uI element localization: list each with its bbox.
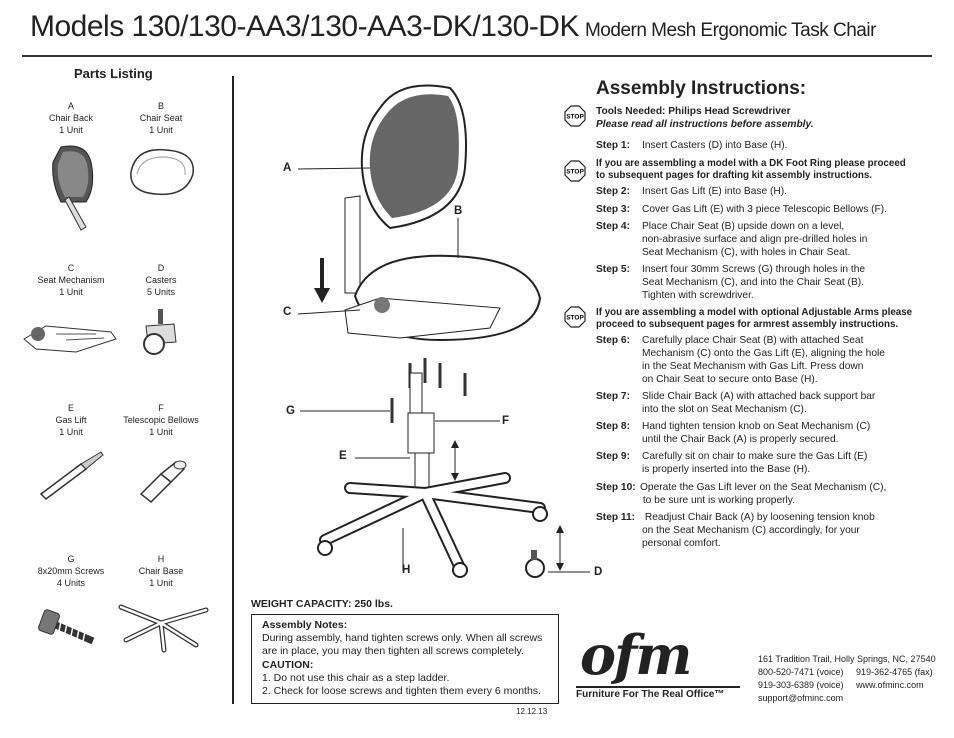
part-letter: D xyxy=(157,263,165,273)
notes-line-2: are in place, you may then tighten all s… xyxy=(262,645,524,657)
part-qty: 1 Unit xyxy=(59,125,83,135)
dk-note-line1: If you are assembling a model with a DK … xyxy=(596,158,906,169)
logo-underline xyxy=(576,686,740,688)
part-letter: G xyxy=(67,554,75,564)
part-name: 8x20mm Screws xyxy=(37,566,105,576)
part-qty: 5 Units xyxy=(146,287,175,297)
ofm-logo: ofm xyxy=(580,623,692,687)
stop-sign-icon: STOP xyxy=(564,160,586,182)
part-g: G 8x20mm Screws 4 Units xyxy=(16,553,126,655)
part-qty: 1 Unit xyxy=(59,427,83,437)
parts-listing-title: Parts Listing xyxy=(74,66,153,81)
company-phone-1: 800-520-7471 (voice) 919-362-4765 (fax) xyxy=(758,667,933,677)
part-e: E Gas Lift 1 Unit xyxy=(16,402,126,504)
diagram-label-a: A xyxy=(283,162,292,174)
part-letter: B xyxy=(157,101,164,111)
diagram-label-d: D xyxy=(594,566,603,578)
svg-text:STOP: STOP xyxy=(566,315,584,322)
part-letter: H xyxy=(157,554,165,564)
caution-heading: CAUTION: xyxy=(262,659,314,671)
part-c: C Seat Mechanism 1 Unit xyxy=(16,262,126,364)
screw-illustration xyxy=(38,609,95,645)
diagram-label-h: H xyxy=(402,564,411,576)
part-qty: 1 Unit xyxy=(149,125,173,135)
part-letter: C xyxy=(67,263,75,273)
part-h: H Chair Base 1 Unit xyxy=(106,553,216,655)
part-name: Casters xyxy=(145,275,177,285)
part-qty: 4 Units xyxy=(56,578,85,588)
arms-note-line2: proceed to subsequent pages for armrest … xyxy=(596,319,899,330)
company-email: support@ofminc.com xyxy=(758,693,844,703)
part-name: Gas Lift xyxy=(55,415,87,425)
part-qty: 1 Unit xyxy=(149,578,173,588)
svg-text:STOP: STOP xyxy=(566,169,584,176)
gas-lift-illustration xyxy=(39,451,104,500)
part-qty: 1 Unit xyxy=(149,427,173,437)
caution-line-2: 2. Check for loose screws and tighten th… xyxy=(262,685,541,697)
assembly-notes-box: Assembly Notes: During assembly, hand ti… xyxy=(251,614,559,704)
diagram-label-e: E xyxy=(339,450,347,462)
exploded-chair-diagram xyxy=(297,84,590,578)
part-d: D Casters 5 Units xyxy=(106,262,216,364)
part-a: A Chair Back 1 Unit xyxy=(16,100,126,232)
diagram-label-c: C xyxy=(283,306,292,318)
part-name: Chair Base xyxy=(138,566,184,576)
diagram-label-b: B xyxy=(454,205,463,217)
part-letter: F xyxy=(158,403,164,413)
header-divider xyxy=(22,55,932,57)
seat-mechanism-illustration xyxy=(23,325,117,353)
part-b: B Chair Seat 1 Unit xyxy=(106,100,216,202)
column-divider xyxy=(232,76,234,704)
chair-back-illustration xyxy=(52,145,94,231)
caution-line-1: 1. Do not use this chair as a step ladde… xyxy=(262,672,450,684)
diagram-label-g: G xyxy=(286,405,295,417)
model-numbers: Models 130/130-AA3/130-AA3-DK/130-DK xyxy=(30,10,579,43)
part-letter: A xyxy=(67,101,74,111)
bellows-illustration xyxy=(139,460,187,504)
dk-note-line2: to subsequent pages for drafting kit ass… xyxy=(596,170,872,181)
weight-capacity: WEIGHT CAPACITY: 250 lbs. xyxy=(251,598,393,610)
chair-seat-illustration xyxy=(130,148,194,196)
company-phone-2: 919-303-6389 (voice) www.ofminc.com xyxy=(758,680,924,690)
part-letter: E xyxy=(67,403,74,413)
stop-sign-icon: STOP xyxy=(564,306,586,328)
company-address: 161 Tradition Trail, Holly Springs, NC, … xyxy=(758,654,936,664)
arms-note-line1: If you are assembling a model with optio… xyxy=(596,307,913,318)
notes-line-1: During assembly, hand tighten screws onl… xyxy=(262,632,543,644)
part-name: Telescopic Bellows xyxy=(123,415,199,425)
read-all-note: Please read all instructions before asse… xyxy=(596,119,814,130)
stop-sign-icon: STOP xyxy=(564,105,586,127)
svg-text:STOP: STOP xyxy=(566,114,584,121)
product-name: Modern Mesh Ergonomic Task Chair xyxy=(584,20,876,41)
company-tagline: Furniture For The Real Office™ xyxy=(576,689,725,700)
part-name: Chair Seat xyxy=(139,113,183,123)
tools-needed: Tools Needed: Philips Head Screwdriver xyxy=(596,106,791,117)
diagram-label-f: F xyxy=(502,415,510,427)
chair-base-illustration xyxy=(118,604,209,653)
part-name: Chair Back xyxy=(48,113,93,123)
notes-heading: Assembly Notes: xyxy=(262,619,348,631)
part-qty: 1 Unit xyxy=(59,287,83,297)
revision-date: 12.12.13 xyxy=(516,707,548,716)
part-f: F Telescopic Bellows 1 Unit xyxy=(106,402,216,504)
part-name: Seat Mechanism xyxy=(37,275,105,285)
instructions-title: Assembly Instructions: xyxy=(596,78,807,99)
caster-illustration xyxy=(143,309,177,355)
